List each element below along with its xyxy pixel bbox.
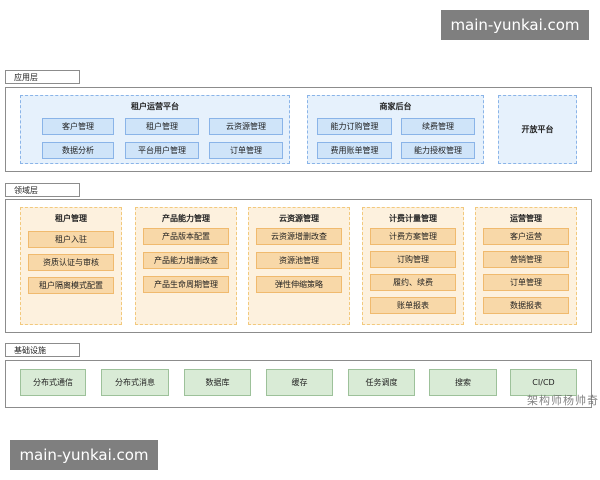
infra-item-scheduler: 任务调度 xyxy=(348,369,415,396)
merchant-item-authorization: 能力授权管理 xyxy=(401,142,475,159)
tenant-item-analytics: 数据分析 xyxy=(42,142,114,159)
domain-item: 订购管理 xyxy=(370,251,456,268)
domain-item: 云资源增删改查 xyxy=(256,228,342,245)
domain-item: 账单报表 xyxy=(370,297,456,314)
domain-group-title: 运营管理 xyxy=(510,214,542,223)
domain-item: 客户运营 xyxy=(483,228,569,245)
merchant-item-billing: 费用账单管理 xyxy=(317,142,392,159)
tenant-item-cloud: 云资源管理 xyxy=(209,118,283,135)
domain-item: 弹性伸缩策略 xyxy=(256,276,342,293)
domain-item: 计费方案管理 xyxy=(370,228,456,245)
domain-group-title: 产品能力管理 xyxy=(162,214,210,223)
domain-group-title: 云资源管理 xyxy=(279,214,319,223)
infra-layer-tag: 基础设施 xyxy=(5,343,80,357)
domain-item: 产品版本配置 xyxy=(143,228,229,245)
domain-item: 资质认证与审核 xyxy=(28,254,114,271)
watermark-bottom: main-yunkai.com xyxy=(10,440,158,470)
infra-item-distributed-msg: 分布式消息 xyxy=(101,369,169,396)
domain-item: 数据报表 xyxy=(483,297,569,314)
tenant-item-customer: 客户管理 xyxy=(42,118,114,135)
domain-item: 订单管理 xyxy=(483,274,569,291)
tenant-item-order: 订单管理 xyxy=(209,142,283,159)
tenant-item-tenant: 租户管理 xyxy=(125,118,199,135)
open-platform-group: 开放平台 xyxy=(498,95,577,164)
domain-item: 资源池管理 xyxy=(256,252,342,269)
infra-layer-label: 基础设施 xyxy=(14,345,46,355)
domain-layer-label: 领域层 xyxy=(14,185,38,195)
watermark-top: main-yunkai.com xyxy=(441,10,589,40)
domain-item: 履约、续费 xyxy=(370,274,456,291)
app-layer-label: 应用层 xyxy=(14,72,38,82)
domain-item: 租户隔离模式配置 xyxy=(28,277,114,294)
domain-item: 产品能力增删改查 xyxy=(143,252,229,269)
infra-item-cicd: CI/CD xyxy=(510,369,577,396)
domain-layer-tag: 领域层 xyxy=(5,183,80,197)
infra-item-search: 搜索 xyxy=(429,369,497,396)
infra-item-distributed-comm: 分布式通信 xyxy=(20,369,86,396)
author-signature: 架构师杨帅奇 xyxy=(527,394,599,407)
infra-item-cache: 缓存 xyxy=(266,369,333,396)
domain-group-title: 计费计量管理 xyxy=(389,214,437,223)
merchant-item-renewal: 续费管理 xyxy=(401,118,475,135)
domain-item: 租户入驻 xyxy=(28,231,114,248)
infra-item-database: 数据库 xyxy=(184,369,251,396)
tenant-platform-title: 租户运营平台 xyxy=(131,102,179,111)
watermark-text: main-yunkai.com xyxy=(19,446,149,464)
domain-item: 产品生命周期管理 xyxy=(143,276,229,293)
tenant-item-platform-user: 平台用户管理 xyxy=(125,142,199,159)
domain-item: 营销管理 xyxy=(483,251,569,268)
app-layer-tag: 应用层 xyxy=(5,70,80,84)
domain-group-title: 租户管理 xyxy=(55,214,87,223)
merchant-item-subscription: 能力订购管理 xyxy=(317,118,392,135)
merchant-backend-title: 商家后台 xyxy=(379,102,412,111)
watermark-text: main-yunkai.com xyxy=(450,16,580,34)
